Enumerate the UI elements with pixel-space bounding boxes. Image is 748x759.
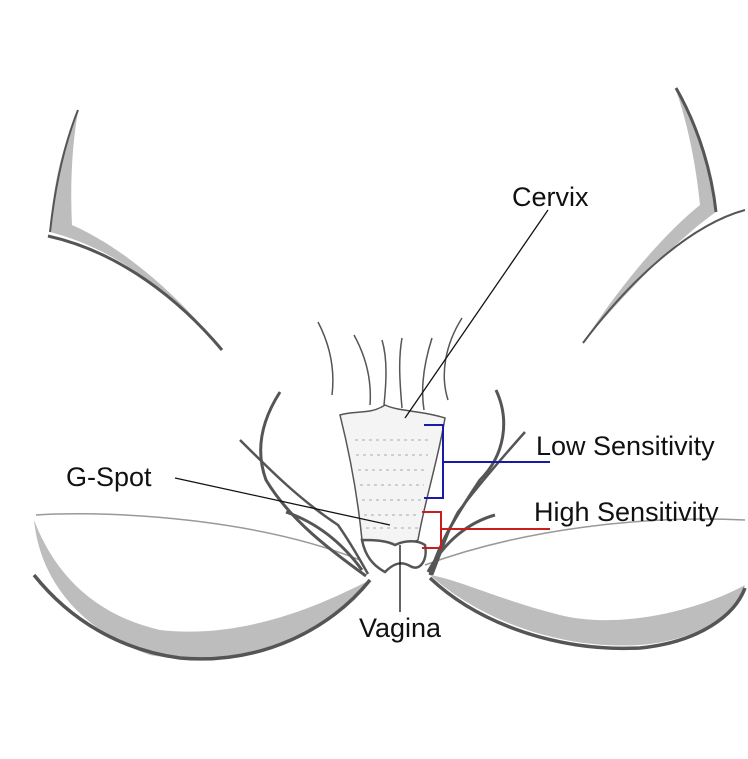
uterine-tube-left [353, 334, 372, 406]
uterine-tube-mid [381, 337, 403, 409]
left-lower-buttock-outline [32, 573, 372, 661]
uterine-tube-right [421, 337, 433, 411]
uterus-outline-right [443, 317, 463, 401]
left-lower-buttock-upper-line [35, 513, 361, 561]
gspot-label: G-Spot [66, 462, 152, 492]
uterus-outline-left [317, 321, 334, 396]
left-upper-leg-inner-line [49, 109, 79, 233]
vagina-label: Vagina [359, 613, 442, 643]
vaginal-opening [360, 538, 427, 574]
left-labia-inner [239, 439, 370, 575]
cervix-leader-line [404, 209, 549, 419]
left-labia-outer [259, 391, 367, 578]
left-labia-lower [285, 510, 364, 571]
right-lower-buttock-upper-line [424, 518, 746, 566]
right-upper-leg-outline [674, 87, 718, 213]
low-sensitivity-bracket [424, 424, 550, 499]
left-lower-buttock-shading [34, 520, 370, 659]
right-labia-inner [430, 431, 526, 576]
vaginal-canal-rugae [355, 439, 430, 529]
right-lower-buttock-shading [430, 575, 745, 646]
right-upper-leg-inner-line [582, 209, 746, 344]
low-sensitivity-bracket-shape [424, 424, 550, 499]
vaginal-canal [339, 404, 446, 547]
high-sensitivity-bracket-shape [422, 511, 550, 549]
right-upper-leg-sketch [582, 87, 746, 344]
right-upper-leg-shading [583, 90, 716, 343]
right-labia-lower [426, 513, 496, 573]
left-upper-leg-shading [50, 112, 222, 350]
high-sensitivity-label: High Sensitivity [534, 497, 719, 527]
right-lower-buttock-outline [428, 576, 747, 651]
left-lower-buttock-sketch [32, 513, 372, 661]
right-lower-buttock-sketch [424, 518, 747, 651]
gspot-leader-line [174, 477, 391, 526]
low-sensitivity-label: Low Sensitivity [536, 431, 715, 461]
high-sensitivity-bracket [422, 511, 550, 549]
left-upper-leg-sketch [47, 109, 224, 351]
left-upper-leg-outline [47, 234, 224, 351]
cervix-label: Cervix [512, 182, 589, 212]
